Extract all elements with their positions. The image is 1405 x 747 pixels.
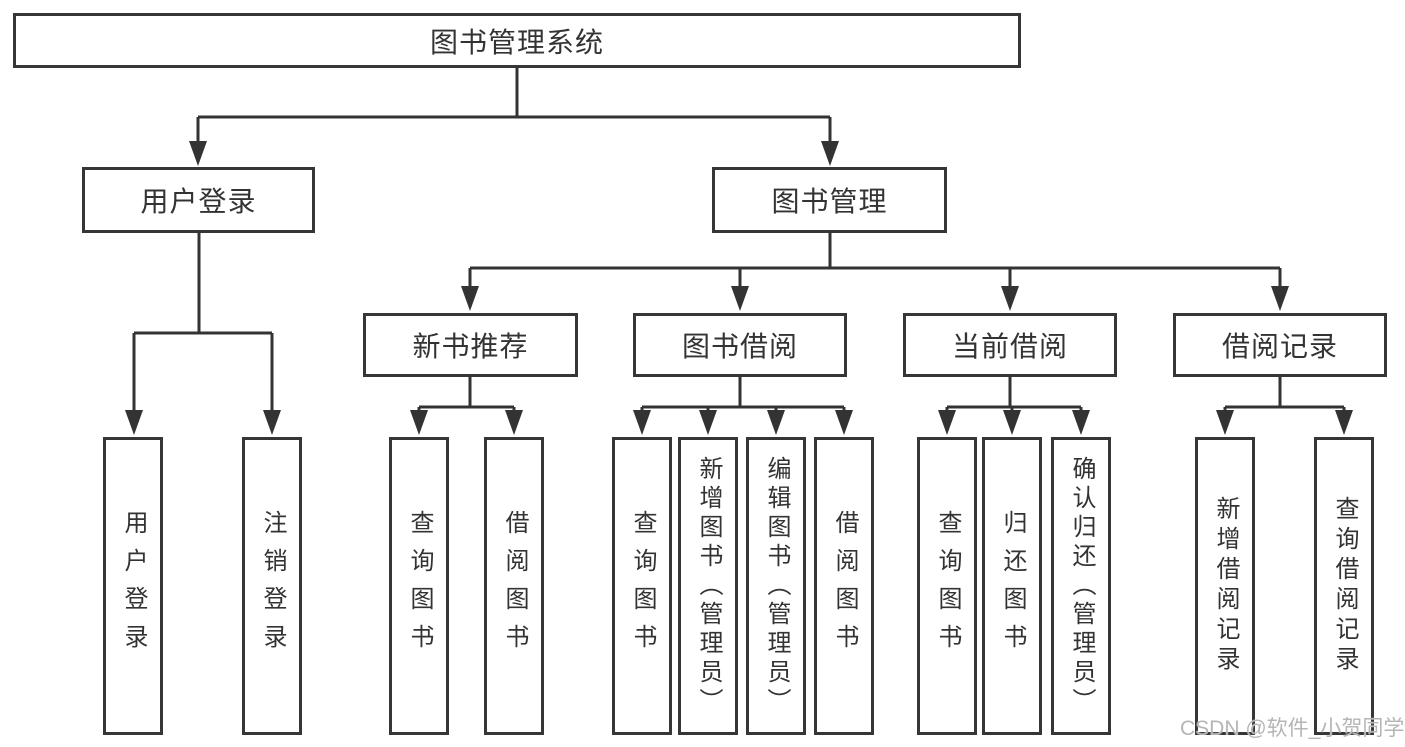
leaf-return-books: 归还图书: [982, 437, 1042, 735]
node-current-borrow: 当前借阅: [903, 313, 1117, 377]
leaf-logout: 注销登录: [242, 437, 302, 735]
leaf-query-books-recommend: 查询图书: [389, 437, 449, 735]
leaf-borrow-books-recommend: 借阅图书: [484, 437, 544, 735]
leaf-query-books-borrow: 查询图书: [612, 437, 672, 735]
arrowheads: [125, 141, 1353, 435]
leaf-user-login: 用户登录: [103, 437, 163, 735]
node-book-borrow: 图书借阅: [633, 313, 847, 377]
node-borrow-records: 借阅记录: [1173, 313, 1387, 377]
node-root: 图书管理系统: [13, 13, 1021, 68]
leaf-confirm-return-admin: 确认归还（管理员）: [1051, 437, 1111, 735]
leaf-add-borrow-record: 新增借阅记录: [1195, 437, 1255, 735]
leaf-add-book-admin: 新增图书（管理员）: [678, 437, 738, 735]
node-user-login: 用户登录: [82, 167, 315, 233]
node-new-book-recommend: 新书推荐: [363, 313, 578, 377]
watermark: CSDN @软件_小贺同学: [1180, 717, 1405, 740]
leaf-query-borrow-record: 查询借阅记录: [1314, 437, 1374, 735]
node-book-management: 图书管理: [712, 167, 947, 233]
leaf-borrow-books: 借阅图书: [814, 437, 874, 735]
leaf-edit-book-admin: 编辑图书（管理员）: [746, 437, 806, 735]
leaf-query-books-current: 查询图书: [917, 437, 977, 735]
